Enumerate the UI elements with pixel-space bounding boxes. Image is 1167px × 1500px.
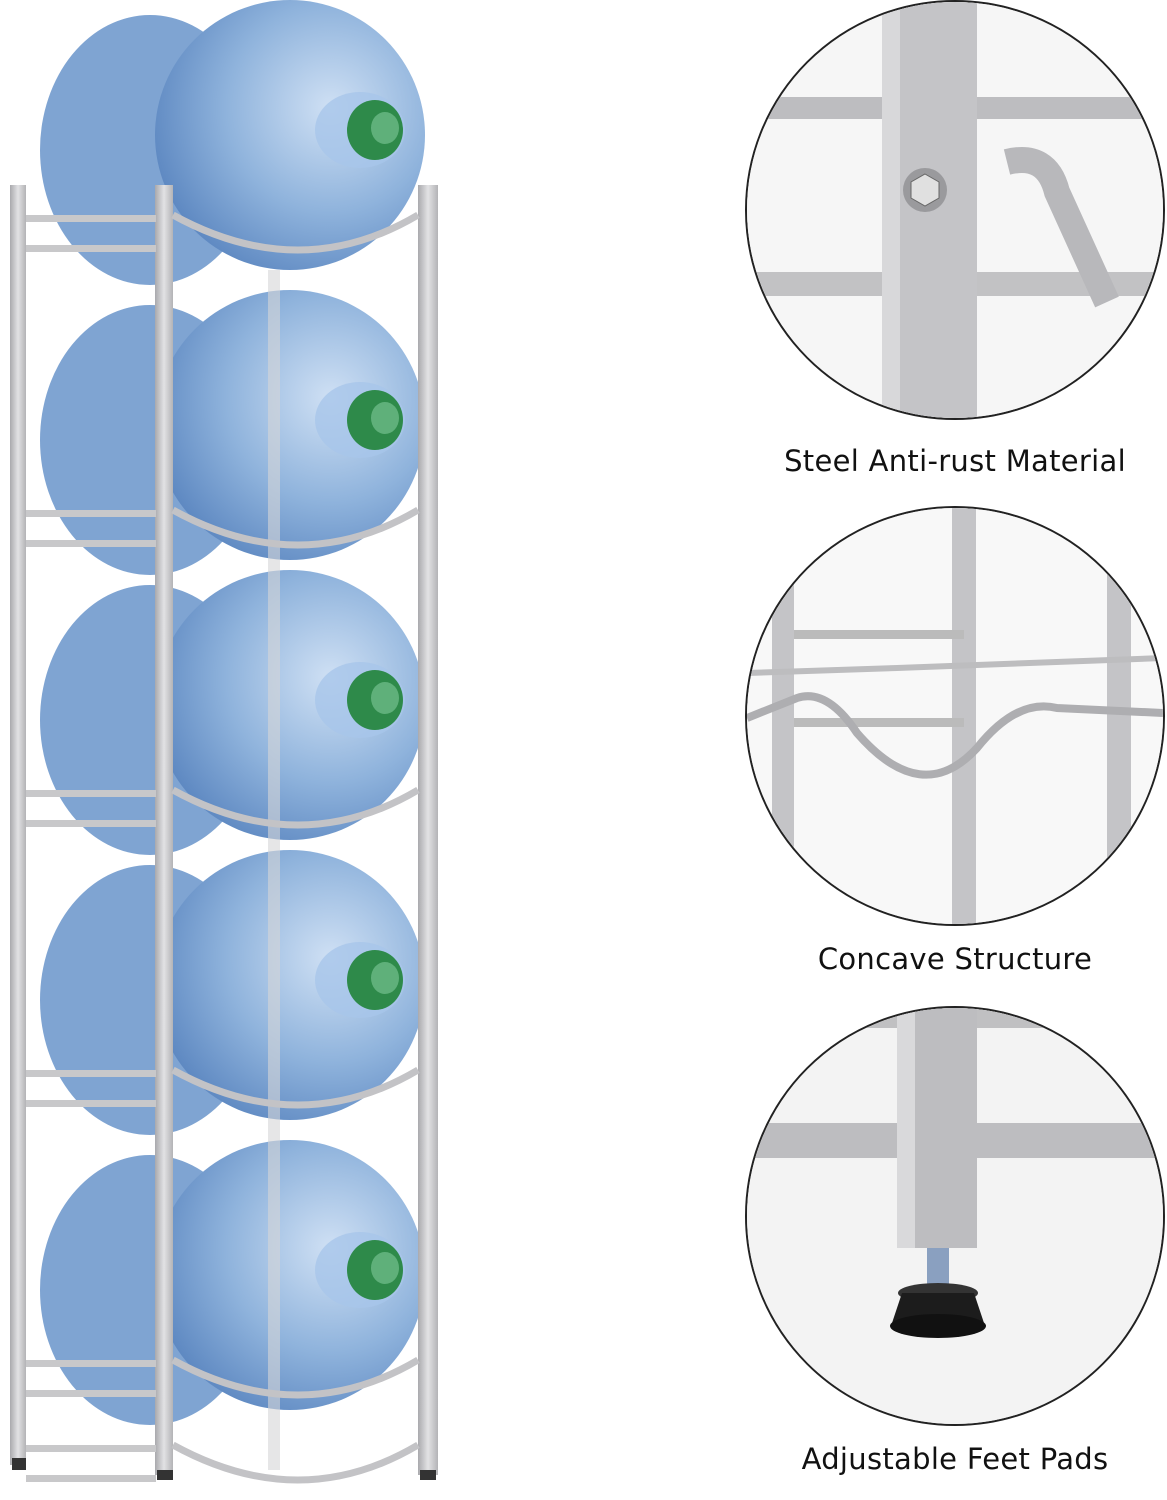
feature-steel-material: Steel Anti-rust Material — [745, 0, 1165, 478]
feature-label: Concave Structure — [817, 942, 1093, 976]
shelf-bar — [26, 786, 420, 829]
water-bottle — [40, 1140, 425, 1425]
shelf-bar — [26, 1066, 420, 1109]
concave-bar-detail-icon — [745, 506, 1165, 926]
feature-label: Adjustable Feet Pads — [801, 1442, 1109, 1476]
bolt-joint-detail-icon — [745, 0, 1165, 420]
feature-concave-structure: Concave Structure — [745, 506, 1165, 976]
shelf-bar — [26, 1441, 420, 1484]
water-bottle — [40, 290, 425, 575]
feature-label: Steel Anti-rust Material — [784, 444, 1126, 478]
feature-adjustable-feet: Adjustable Feet Pads — [745, 1006, 1165, 1476]
water-bottle-rack-image — [10, 0, 438, 1484]
water-bottle — [40, 850, 425, 1135]
shelf-bar — [26, 1356, 420, 1399]
rack-frame — [10, 185, 438, 1484]
shelf-bar — [26, 506, 420, 549]
water-bottle — [40, 570, 425, 855]
adjustable-foot-detail-icon — [745, 1006, 1165, 1426]
shelf-bar — [26, 211, 420, 254]
